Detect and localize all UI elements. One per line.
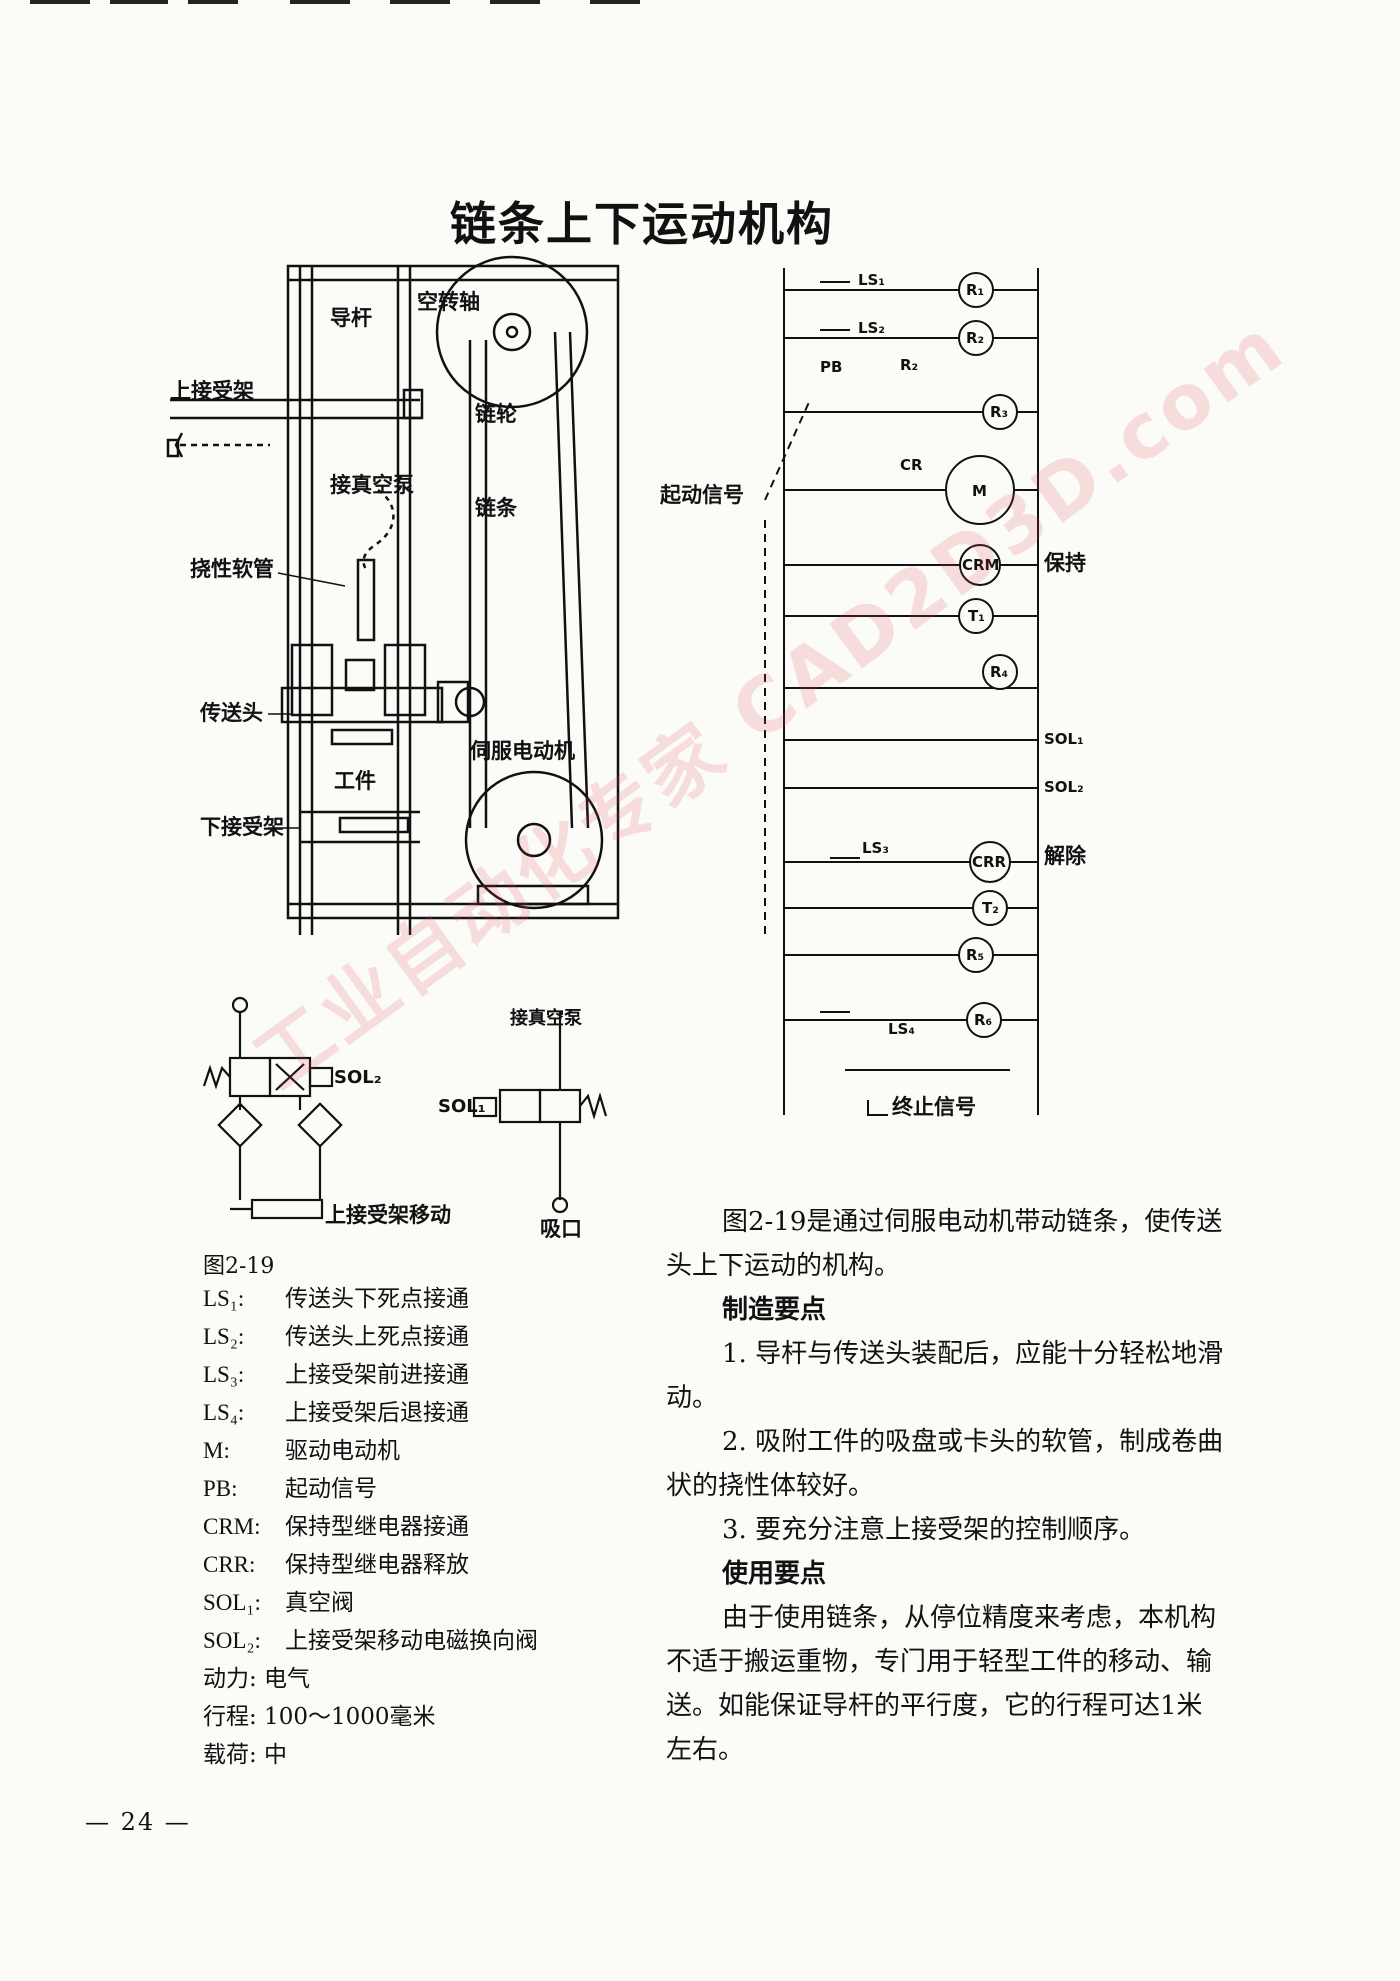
top-rule <box>290 0 350 4</box>
manufacturing-point: 2. 吸附工件的吸盘或卡头的软管，制成卷曲状的挠性体较好。 <box>666 1427 1224 1501</box>
manufacturing-point: 1. 导杆与传送头装配后，应能十分轻松地滑动。 <box>666 1339 1224 1413</box>
label-sol2: SOL₂ <box>334 1067 382 1088</box>
top-rule <box>490 0 540 4</box>
spec-stroke: 行程: 100～1000毫米 <box>203 1704 436 1730</box>
legend-item: CRM:保持型继电器接通 <box>203 1514 469 1540</box>
top-rule <box>590 0 640 4</box>
label-sol1: SOL₁ <box>438 1096 486 1117</box>
legend-list: LS₁:传送头下死点接通 LS₂:传送头上死点接通 LS₃:上接受架前进接通 L… <box>203 1280 538 1660</box>
label-release: 解除 <box>1044 844 1087 868</box>
label-r5-coil: R₅ <box>966 946 984 964</box>
label-crm: CRM <box>962 556 1000 574</box>
spec-power: 动力: 电气 <box>203 1666 311 1692</box>
label-hold: 保持 <box>1043 551 1086 575</box>
label-guide-rod: 导杆 <box>330 306 372 330</box>
page-number: — 24 — <box>85 1808 191 1836</box>
manufacturing-heading: 制造要点 <box>722 1295 827 1325</box>
label-t2: T₂ <box>982 899 999 917</box>
label-r6-coil: R₆ <box>974 1011 992 1029</box>
legend-item: SOL₁:真空阀 <box>203 1590 354 1616</box>
figure-caption: 图2-19 <box>203 1254 275 1279</box>
label-workpiece: 工件 <box>334 769 376 793</box>
label-ls2: LS₂ <box>858 319 885 337</box>
top-rule <box>390 0 450 4</box>
legend-item: LS₂:传送头上死点接通 <box>203 1324 469 1350</box>
specs-list: 动力: 电气 行程: 100～1000毫米 载荷: 中 <box>203 1660 436 1774</box>
label-start-signal: 起动信号 <box>659 483 744 507</box>
spec-load: 载荷: 中 <box>203 1742 288 1768</box>
label-transfer-head: 传送头 <box>199 701 263 725</box>
body-text: 图2-19是通过伺服电动机带动链条，使传送头上下运动的机构。 制造要点 1. 导… <box>666 1200 1226 1772</box>
top-rule <box>188 0 238 4</box>
label-r2-coil: R₂ <box>966 329 984 347</box>
label-ls4: LS₄ <box>888 1020 915 1038</box>
label-vacuum-pump: 接真空泵 <box>330 473 414 497</box>
legend-item: PB:起动信号 <box>203 1476 377 1502</box>
label-pneumatic-vacuum-pump: 接真空泵 <box>510 1007 582 1029</box>
legend-item: SOL₂:上接受架移动电磁换向阀 <box>203 1628 538 1654</box>
top-rule <box>110 0 168 4</box>
label-suction-port: 吸口 <box>540 1217 582 1241</box>
pneumatic-circuit: 接真空泵 SOL₂ SOL₁ 上接受架移动 吸口 <box>202 996 608 1241</box>
legend-item: M:驱动电动机 <box>203 1438 400 1464</box>
label-cr: CR <box>900 456 923 474</box>
label-sol1-ladder: SOL₁ <box>1044 730 1084 748</box>
label-r3-coil: R₃ <box>990 403 1008 421</box>
label-crr: CRR <box>972 853 1007 871</box>
usage-heading: 使用要点 <box>722 1559 827 1589</box>
label-ls1: LS₁ <box>858 271 885 289</box>
page-title: 链条上下运动机构 <box>450 197 834 251</box>
label-upper-rack: 上接受架 <box>170 379 254 403</box>
top-rule <box>30 0 90 4</box>
legend-item: LS₄:上接受架后退接通 <box>203 1400 469 1426</box>
usage-paragraph: 由于使用链条，从停位精度来考虑，本机构不适于搬运重物，专门用于轻型工件的移动、输… <box>666 1603 1217 1765</box>
label-sol2-ladder: SOL₂ <box>1044 778 1084 796</box>
label-flexible-hose: 挠性软管 <box>190 557 274 581</box>
label-pb: PB <box>820 358 842 376</box>
intro-paragraph: 图2-19是通过伺服电动机带动链条，使传送头上下运动的机构。 <box>666 1207 1223 1281</box>
mechanism-diagram: 导杆 空转轴 上接受架 链轮 接真空泵 链条 挠性软管 传送头 伺服电动机 工件… <box>166 255 620 935</box>
label-t1: T₁ <box>968 607 985 625</box>
label-m: M <box>972 482 987 500</box>
legend-item: LS₃:上接受架前进接通 <box>203 1362 469 1388</box>
label-lower-rack: 下接受架 <box>200 815 284 839</box>
label-ls3: LS₃ <box>862 839 889 857</box>
legend-item: LS₁:传送头下死点接通 <box>203 1286 469 1312</box>
manufacturing-point: 3. 要充分注意上接受架的控制顺序。 <box>722 1515 1146 1545</box>
label-idler-shaft: 空转轴 <box>417 290 480 314</box>
label-servo-motor: 伺服电动机 <box>469 739 575 763</box>
ladder-diagram: LS₁ LS₂ PB R₂ CR M R₁ R₂ R₃ CRM T₁ R₄ SO… <box>659 268 1087 1119</box>
frame-outline <box>286 264 620 920</box>
label-upper-rack-move: 上接受架移动 <box>325 1203 451 1227</box>
label-r1: R₁ <box>966 281 984 299</box>
label-chain: 链条 <box>475 496 518 520</box>
legend-item: CRR:保持型继电器释放 <box>203 1552 469 1578</box>
label-r2: R₂ <box>900 356 918 374</box>
label-stop-signal: 终止信号 <box>892 1095 976 1119</box>
label-sprocket: 链轮 <box>475 402 517 426</box>
label-r4-coil: R₄ <box>990 663 1008 681</box>
